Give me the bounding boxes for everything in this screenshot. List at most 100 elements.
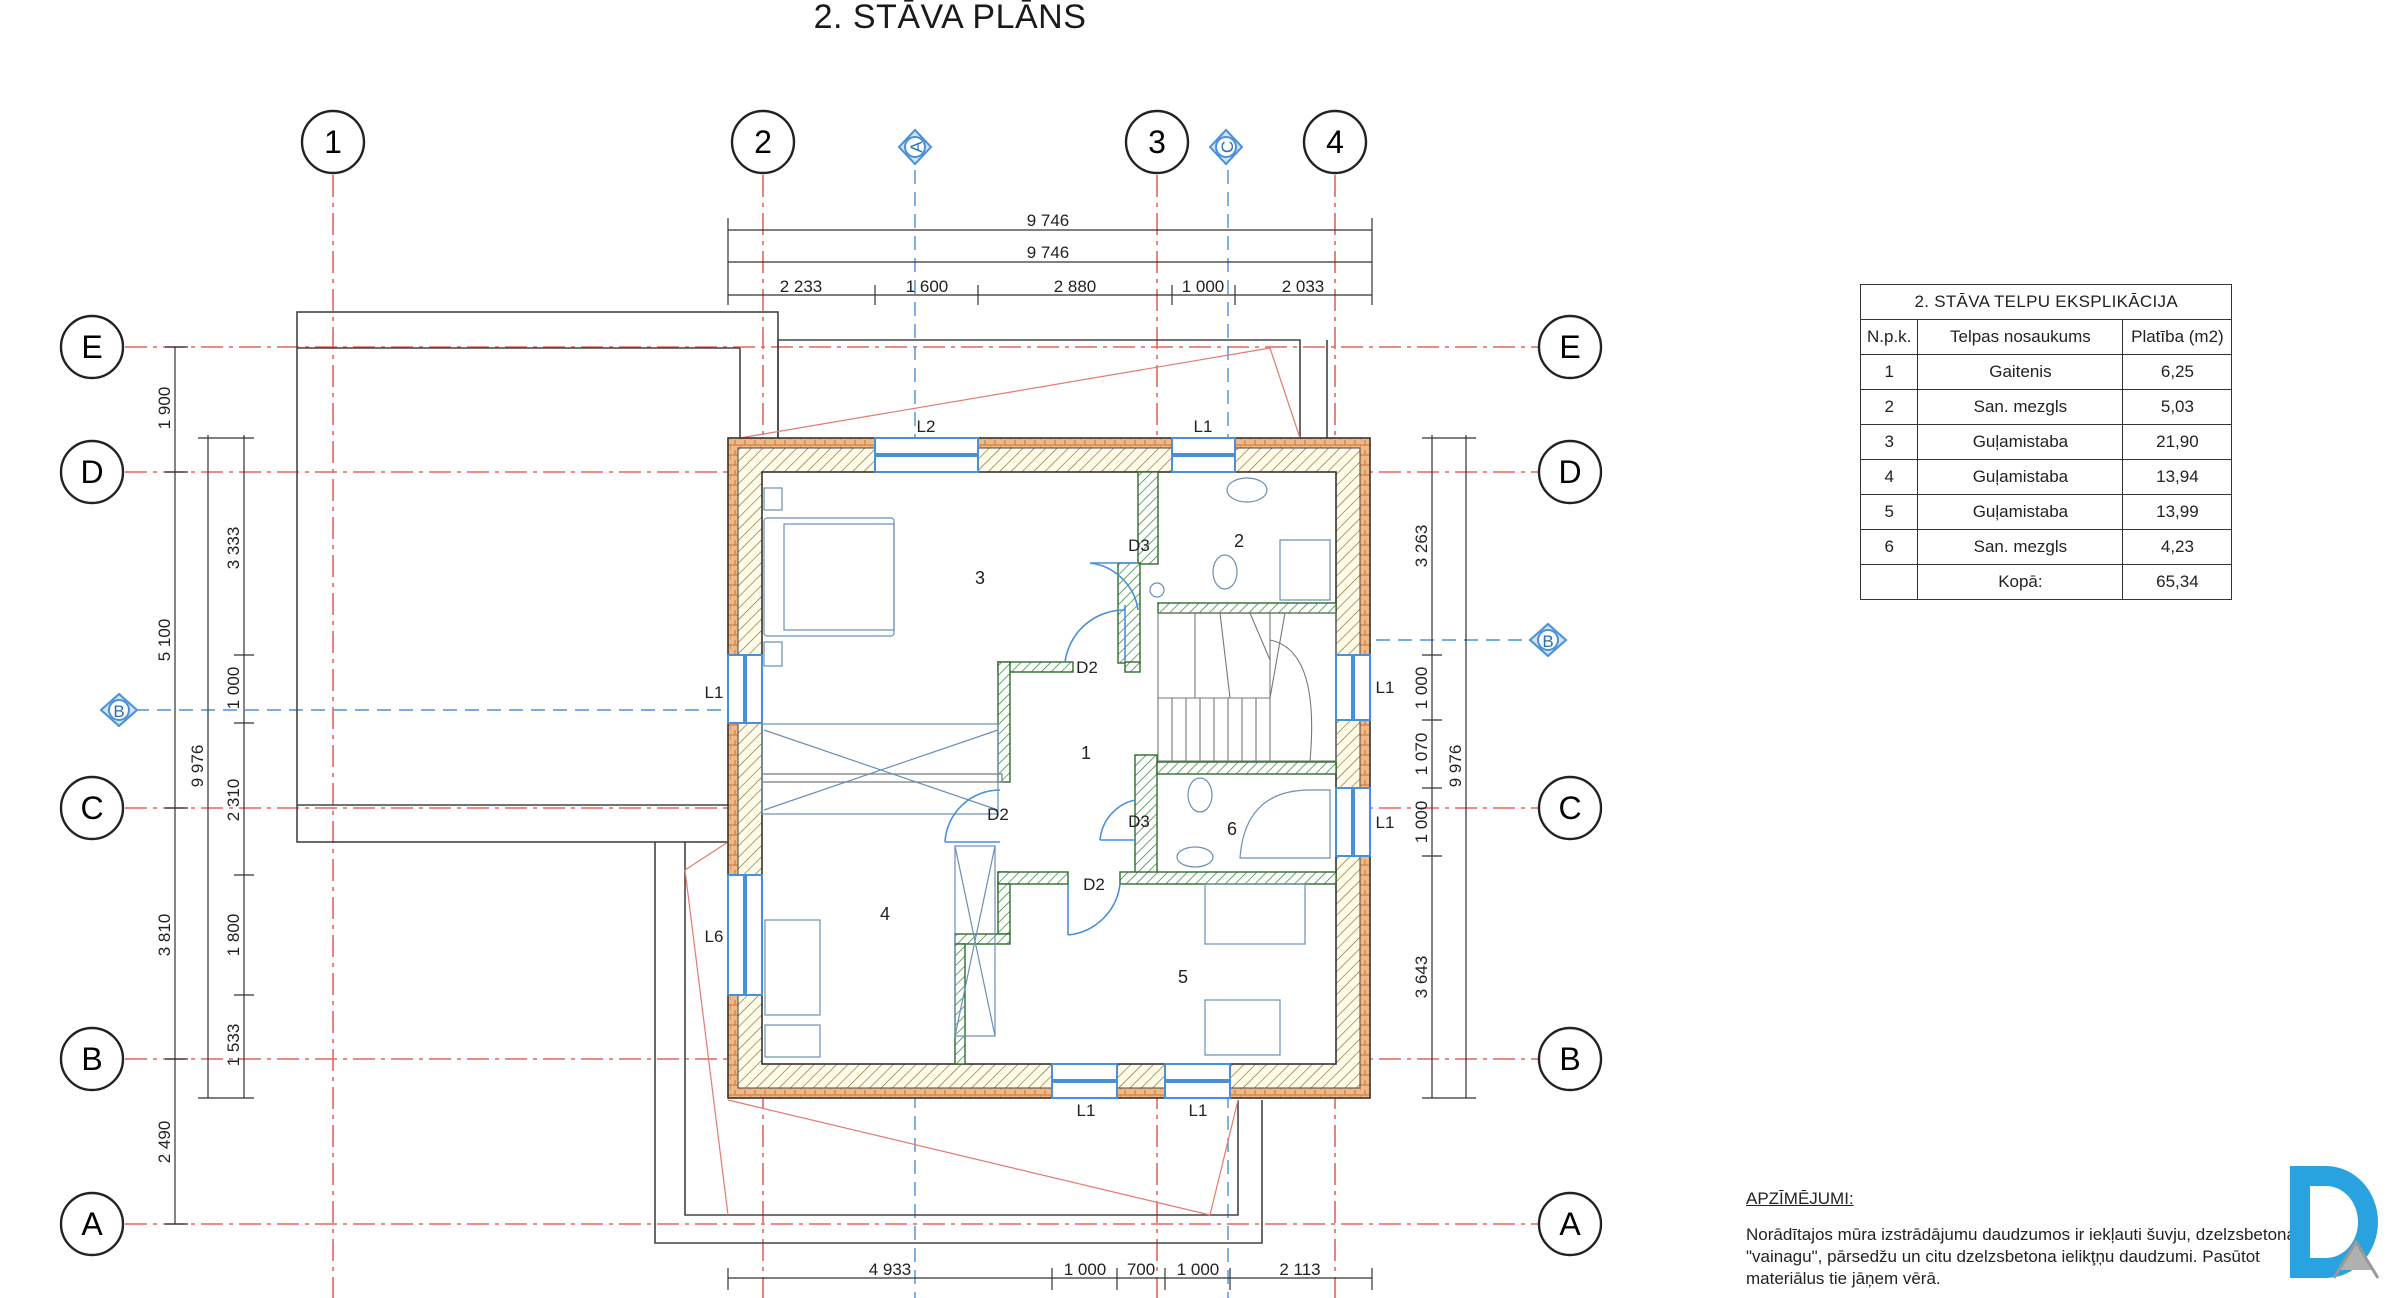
axis-bubble-B-right: B (1537, 1026, 1603, 1092)
windows (727, 437, 1371, 1099)
svg-text:L1: L1 (705, 683, 724, 702)
table-cell: Gaitenis (1917, 354, 2124, 390)
section-marker-C: C (1208, 128, 1244, 166)
svg-text:1: 1 (1081, 743, 1091, 763)
svg-text:L1: L1 (1194, 417, 1213, 436)
table-cell: 13,99 (2122, 494, 2233, 530)
furniture (761, 477, 1331, 1058)
table-cell: Guļamistaba (1917, 494, 2124, 530)
table-cell: Guļamistaba (1917, 459, 2124, 495)
table-cell: San. mezgls (1917, 389, 2124, 425)
svg-text:3: 3 (1148, 124, 1166, 160)
table-cell: 3 (1859, 424, 1919, 460)
svg-text:1 000: 1 000 (224, 667, 243, 710)
svg-text:L1: L1 (1189, 1101, 1208, 1120)
table-cell: San. mezgls (1917, 529, 2124, 565)
svg-text:B: B (1559, 1041, 1580, 1077)
total-value: 65,34 (2122, 564, 2233, 600)
svg-text:1 000: 1 000 (1064, 1260, 1107, 1279)
door-labels: D3 D2 D2 D3 D2 (987, 536, 1150, 894)
svg-text:2 880: 2 880 (1054, 277, 1097, 296)
table-cell: 6,25 (2122, 354, 2233, 390)
dimension-lines-top (727, 218, 1373, 305)
header-area: Platība (m2) (2122, 319, 2233, 355)
svg-text:1 800: 1 800 (224, 914, 243, 957)
svg-text:1 000: 1 000 (1412, 801, 1431, 844)
svg-text:2 310: 2 310 (224, 779, 243, 822)
axis-bubble-4: 4 (1302, 109, 1368, 175)
axis-bubble-1: 1 (300, 109, 366, 175)
table-row: 6 San. mezgls 4,23 (1859, 529, 2233, 565)
table-caption-row: 2. STĀVA TELPU EKSPLIKĀCIJA (1859, 284, 2233, 320)
svg-text:700: 700 (1127, 1260, 1155, 1279)
svg-text:D3: D3 (1128, 812, 1150, 831)
axis-bubble-A-right: A (1537, 1191, 1603, 1257)
svg-text:3 643: 3 643 (1412, 956, 1431, 999)
svg-text:L6: L6 (705, 927, 724, 946)
section-marker-A: A (897, 128, 933, 166)
svg-text:6: 6 (1227, 819, 1237, 839)
table-cell: 1 (1859, 354, 1919, 390)
svg-text:1 533: 1 533 (224, 1024, 243, 1067)
svg-text:D2: D2 (1083, 875, 1105, 894)
svg-text:2 033: 2 033 (1282, 277, 1325, 296)
axis-bubble-C-right: C (1537, 775, 1603, 841)
svg-text:A: A (81, 1206, 103, 1242)
table-caption: 2. STĀVA TELPU EKSPLIKĀCIJA (1859, 284, 2233, 320)
room-numbers: 1 2 3 4 5 6 (880, 531, 1244, 987)
svg-text:2 113: 2 113 (1279, 1260, 1320, 1279)
section-marker-B-right: B (1528, 622, 1568, 658)
svg-text:3: 3 (975, 568, 985, 588)
svg-text:2 490: 2 490 (155, 1121, 174, 1164)
legend-notes: APZĪMĒJUMI: Norādītajos mūra izstrādājum… (1746, 1188, 2346, 1290)
staircase (1157, 612, 1337, 762)
svg-text:L1: L1 (1077, 1101, 1096, 1120)
svg-text:9 746: 9 746 (1027, 211, 1070, 230)
svg-text:E: E (1559, 329, 1580, 365)
dimension-text-left: 1 900 5 100 3 810 2 490 9 976 3 333 1 00… (155, 387, 243, 1164)
table-row: 1 Gaitenis 6,25 (1859, 354, 2233, 390)
table-row: 2 San. mezgls 5,03 (1859, 389, 2233, 425)
table-cell: 6 (1859, 529, 1919, 565)
svg-text:9 976: 9 976 (1446, 745, 1465, 788)
table-row: 3 Guļamistaba 21,90 (1859, 424, 2233, 460)
svg-text:9 976: 9 976 (188, 745, 207, 788)
svg-text:A: A (907, 141, 926, 153)
svg-text:B: B (1542, 632, 1553, 651)
notes-heading: APZĪMĒJUMI: (1746, 1189, 1854, 1208)
room-explication-table: 2. STĀVA TELPU EKSPLIKĀCIJA N.p.k. Telpa… (1859, 284, 2233, 600)
svg-text:D2: D2 (987, 805, 1009, 824)
door-swings (944, 562, 1139, 936)
axis-bubble-B-left: B (59, 1026, 125, 1092)
notes-line: materiālus tie jāņem vērā. (1746, 1269, 1941, 1288)
svg-text:C: C (1218, 141, 1237, 153)
axis-bubble-D-right: D (1537, 439, 1603, 505)
svg-text:1 070: 1 070 (1412, 733, 1431, 776)
svg-text:3 333: 3 333 (224, 527, 243, 570)
svg-text:3 810: 3 810 (155, 914, 174, 957)
svg-text:2: 2 (1234, 531, 1244, 551)
dimension-lines-right (1422, 435, 1476, 1099)
svg-text:9 746: 9 746 (1027, 243, 1070, 262)
axis-bubble-2: 2 (730, 109, 796, 175)
svg-text:2: 2 (754, 124, 772, 160)
svg-text:4: 4 (880, 904, 890, 924)
svg-text:1 000: 1 000 (1412, 667, 1431, 710)
table-cell: 5 (1859, 494, 1919, 530)
svg-text:1 000: 1 000 (1182, 277, 1225, 296)
dimension-text-right: 3 263 1 000 1 070 1 000 3 643 9 976 (1412, 525, 1465, 999)
axis-bubble-D-left: D (59, 439, 125, 505)
roof-slope-lines (684, 347, 1301, 1216)
svg-text:D: D (1558, 454, 1581, 490)
table-cell (1859, 564, 1919, 600)
svg-text:A: A (1559, 1206, 1581, 1242)
svg-text:1: 1 (324, 124, 342, 160)
table-cell: 4 (1859, 459, 1919, 495)
header-npk: N.p.k. (1859, 319, 1919, 355)
svg-text:5 100: 5 100 (155, 619, 174, 662)
svg-text:L2: L2 (917, 417, 936, 436)
svg-text:4 933: 4 933 (869, 1260, 912, 1279)
axis-bubble-3: 3 (1124, 109, 1190, 175)
